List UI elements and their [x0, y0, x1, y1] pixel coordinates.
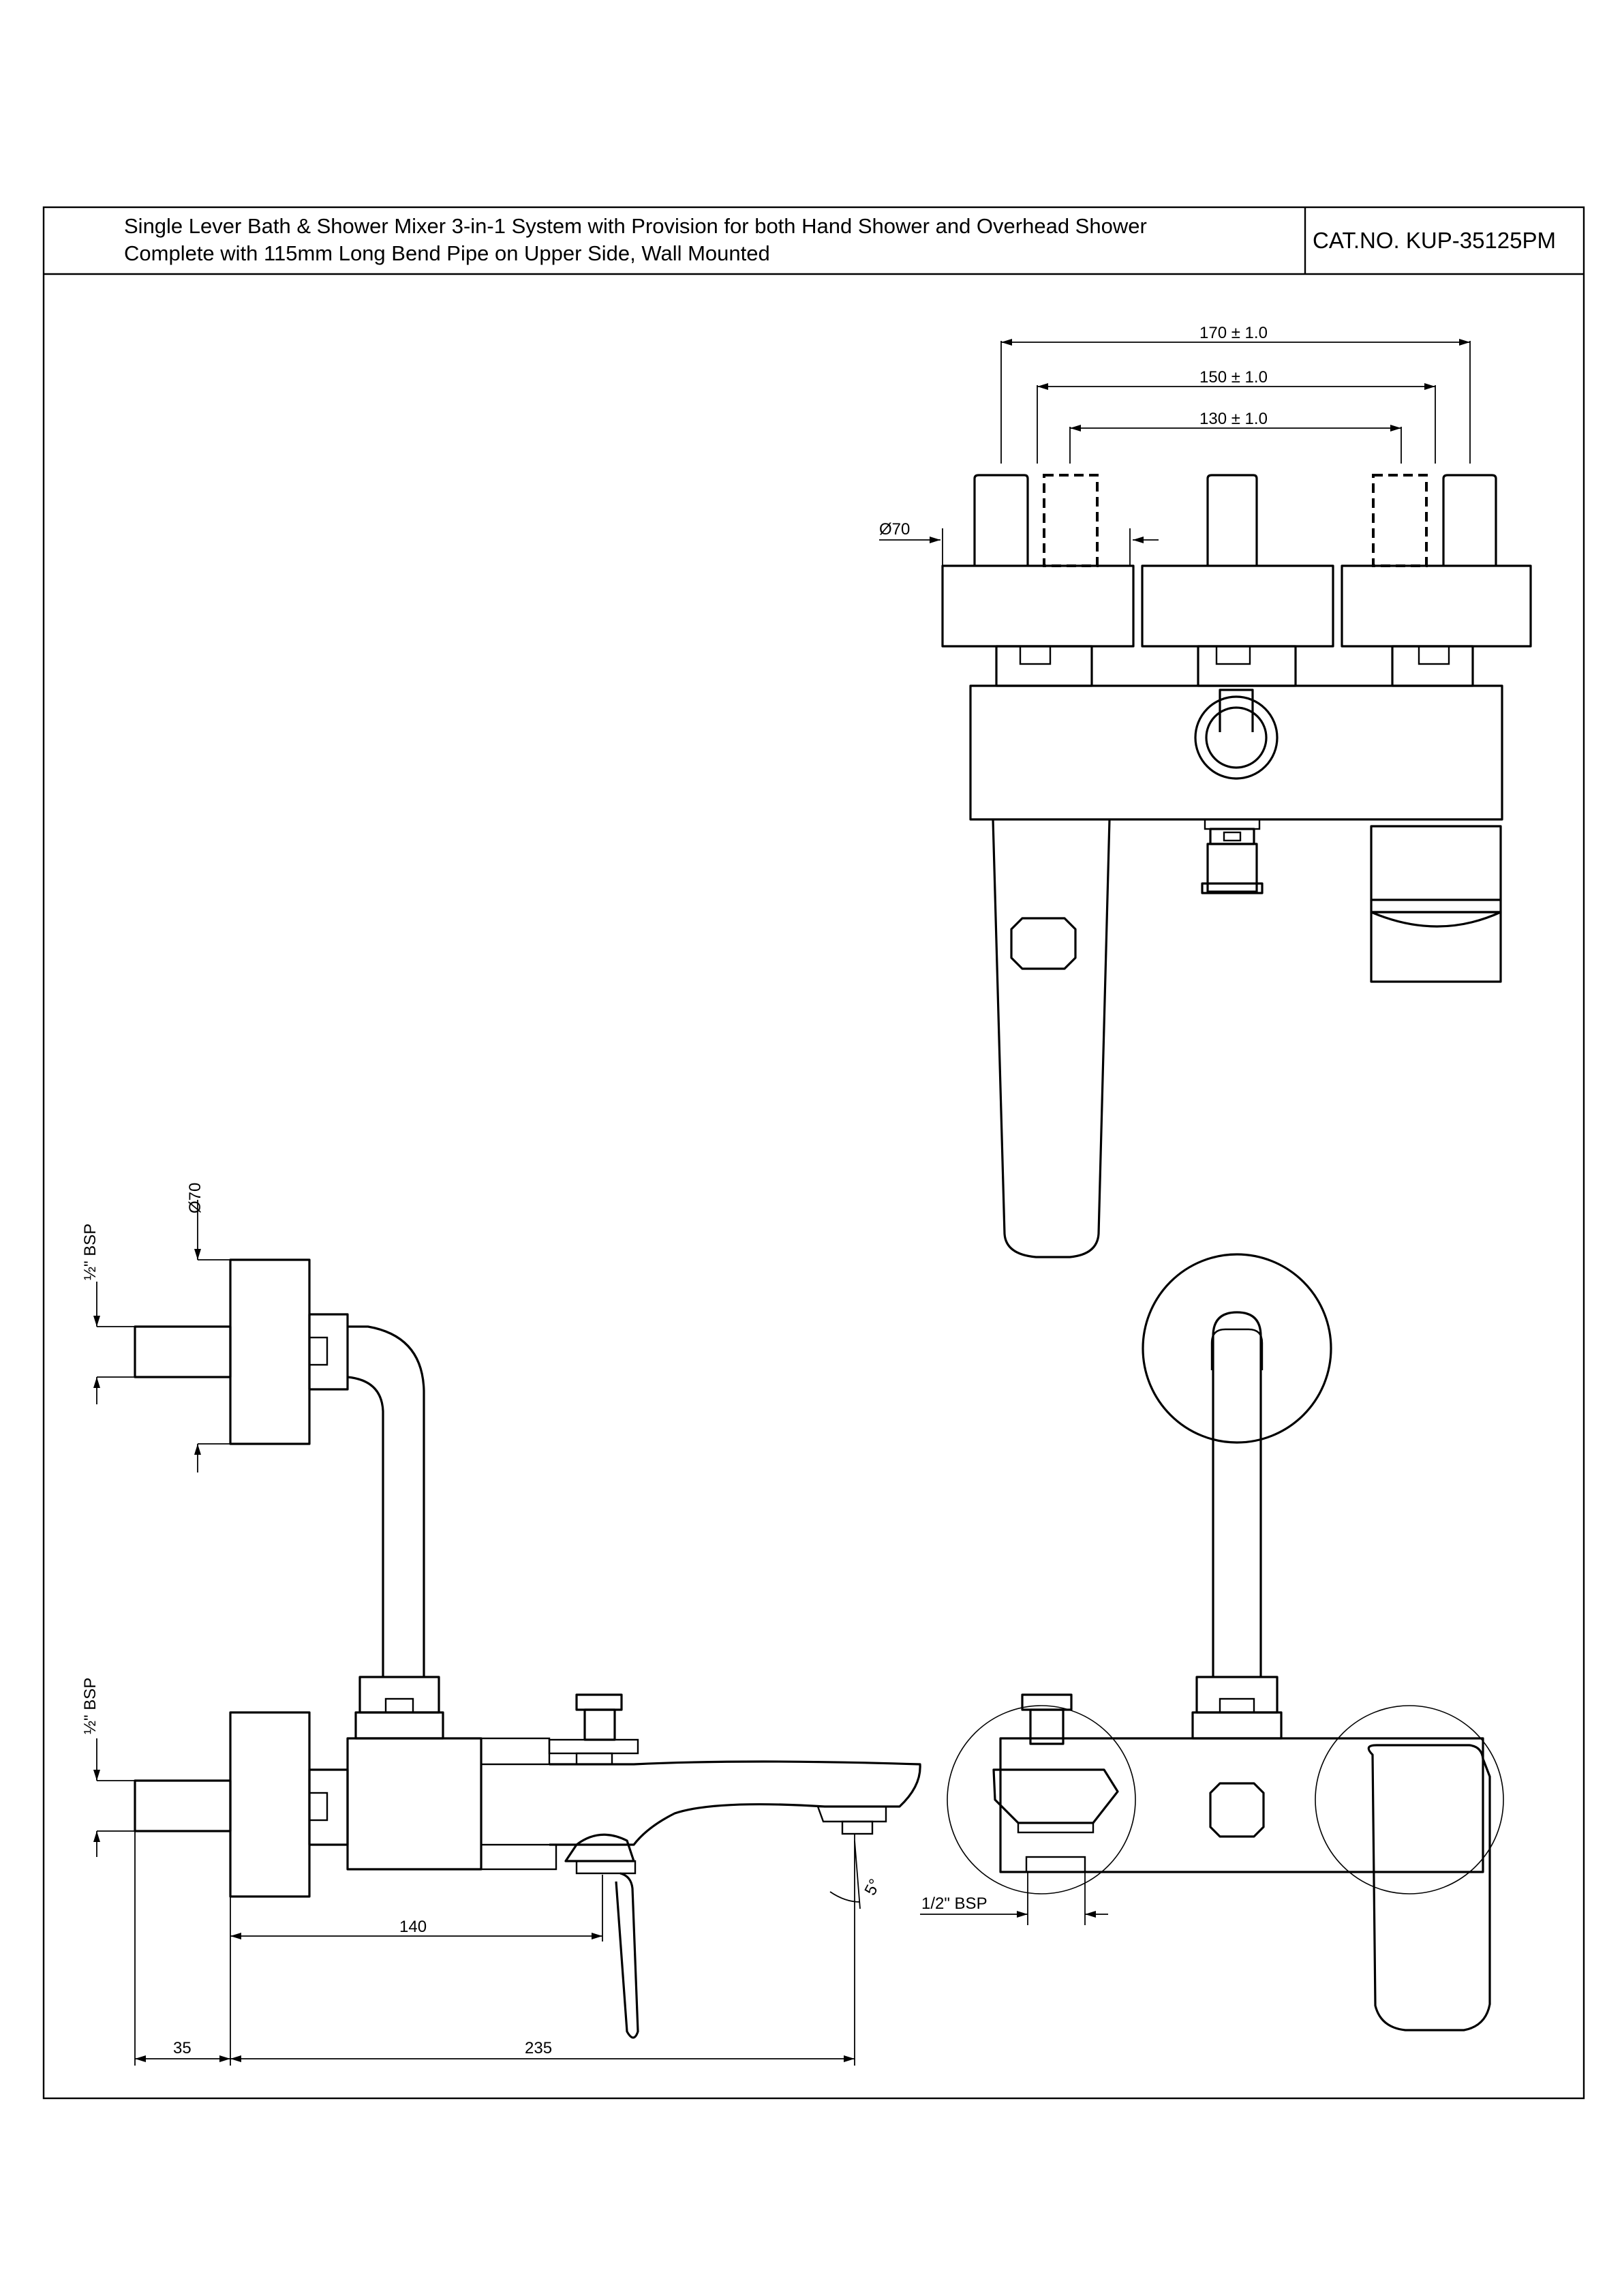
drawing-frame — [42, 206, 1585, 2100]
dim-dia-70-top: Ø70 — [879, 520, 910, 539]
top-view-dimensions — [879, 339, 1471, 566]
dim-140: 140 — [399, 1918, 427, 1936]
dim-bsp-right: 1/2" BSP — [921, 1894, 988, 1913]
front-view-dimensions — [920, 1872, 1108, 1925]
side-view — [134, 1258, 921, 2039]
catalog-number: CAT.NO. KUP-35125PM — [1313, 228, 1556, 253]
dim-bsp-upper: ½" BSP — [81, 1224, 100, 1280]
side-view-dimensions — [93, 1200, 861, 2066]
dim-angle-5: 5° — [861, 1876, 885, 1899]
dim-170: 170 ± 1.0 — [1199, 324, 1268, 342]
dim-dia-70-side: Ø70 — [186, 1183, 204, 1213]
dim-130: 130 ± 1.0 — [1199, 410, 1268, 428]
top-view — [941, 474, 1532, 1258]
dim-150: 150 ± 1.0 — [1199, 368, 1268, 387]
dim-235: 235 — [525, 2039, 552, 2057]
dim-bsp-lower: ½" BSP — [81, 1678, 100, 1734]
title-line-2: Complete with 115mm Long Bend Pipe on Up… — [124, 241, 770, 265]
title-line-1: Single Lever Bath & Shower Mixer 3-in-1 … — [124, 214, 1147, 238]
front-view — [947, 1253, 1504, 2031]
dim-35: 35 — [173, 2039, 192, 2057]
